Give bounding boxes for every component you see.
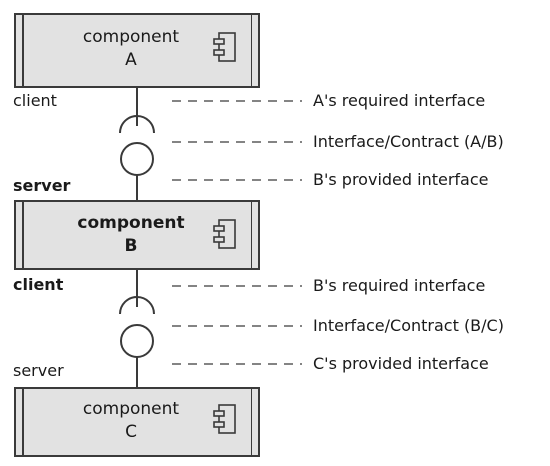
role-c-server: server	[13, 361, 64, 380]
component-b-title: component B	[77, 213, 185, 256]
label-a-required: A's required interface	[313, 91, 486, 110]
label-c-provided: C's provided interface	[313, 354, 489, 373]
component-a-title: component A	[82, 27, 180, 70]
label-b-required: B's required interface	[313, 276, 486, 295]
ab-socket	[119, 115, 155, 134]
component-c-title: component C	[82, 399, 180, 442]
component-icon	[213, 32, 236, 62]
component-icon	[213, 219, 236, 249]
component-a: component A	[14, 13, 260, 88]
label-ab-contract: Interface/Contract (A/B)	[313, 132, 504, 151]
label-b-provided: B's provided interface	[313, 170, 489, 189]
role-a-client: client	[13, 91, 57, 110]
role-b-client: client	[13, 275, 64, 294]
component-icon	[213, 404, 236, 434]
label-bc-contract: Interface/Contract (B/C)	[313, 316, 504, 335]
component-c: component C	[14, 387, 260, 457]
bc-socket	[119, 296, 155, 315]
bc-ball	[120, 324, 154, 358]
ab-ball	[120, 142, 154, 176]
role-b-server: server	[13, 176, 71, 195]
component-b: component B	[14, 200, 260, 270]
